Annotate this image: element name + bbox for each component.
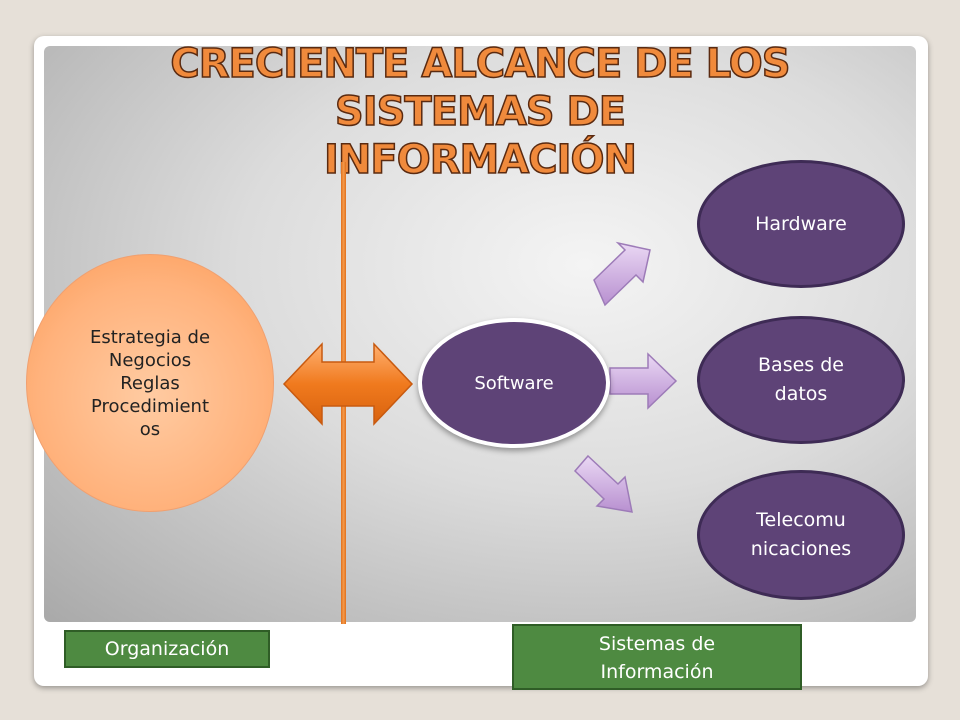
- telecom-node: Telecomu nicaciones: [697, 470, 905, 600]
- information-systems-line-1: Sistemas de: [598, 633, 716, 655]
- software-label: Software: [474, 372, 554, 394]
- databases-line-2: datos: [774, 383, 828, 405]
- organization-text: Organización: [104, 638, 230, 660]
- title-line-2: INFORMACIÓN: [323, 136, 637, 184]
- strategy-line-4: Procedimient: [90, 395, 210, 417]
- organization-label: Organización: [64, 630, 270, 668]
- strategy-line-1: Estrategia de: [89, 326, 211, 348]
- telecom-line-2: nicaciones: [750, 538, 852, 560]
- strategy-line-3: Reglas: [120, 372, 180, 394]
- information-systems-label: Sistemas de Información: [512, 624, 802, 690]
- strategy-line-5: os: [139, 418, 161, 440]
- databases-node: Bases de datos: [697, 316, 905, 444]
- telecom-line-1: Telecomu: [756, 509, 846, 531]
- hardware-node: Hardware: [697, 160, 905, 288]
- title-line-1: CRECIENTE ALCANCE DE LOS SISTEMAS DE: [170, 40, 792, 136]
- slide-title: CRECIENTE ALCANCE DE LOS SISTEMAS DE INF…: [80, 40, 880, 184]
- strategy-line-2: Negocios: [108, 349, 192, 371]
- databases-line-1: Bases de: [758, 354, 844, 376]
- information-systems-line-2: Información: [600, 661, 714, 683]
- hardware-label: Hardware: [755, 212, 847, 235]
- software-node: Software: [418, 318, 610, 448]
- divider-line: [341, 162, 346, 624]
- strategy-circle: Estrategia de Negocios Reglas Procedimie…: [26, 254, 274, 512]
